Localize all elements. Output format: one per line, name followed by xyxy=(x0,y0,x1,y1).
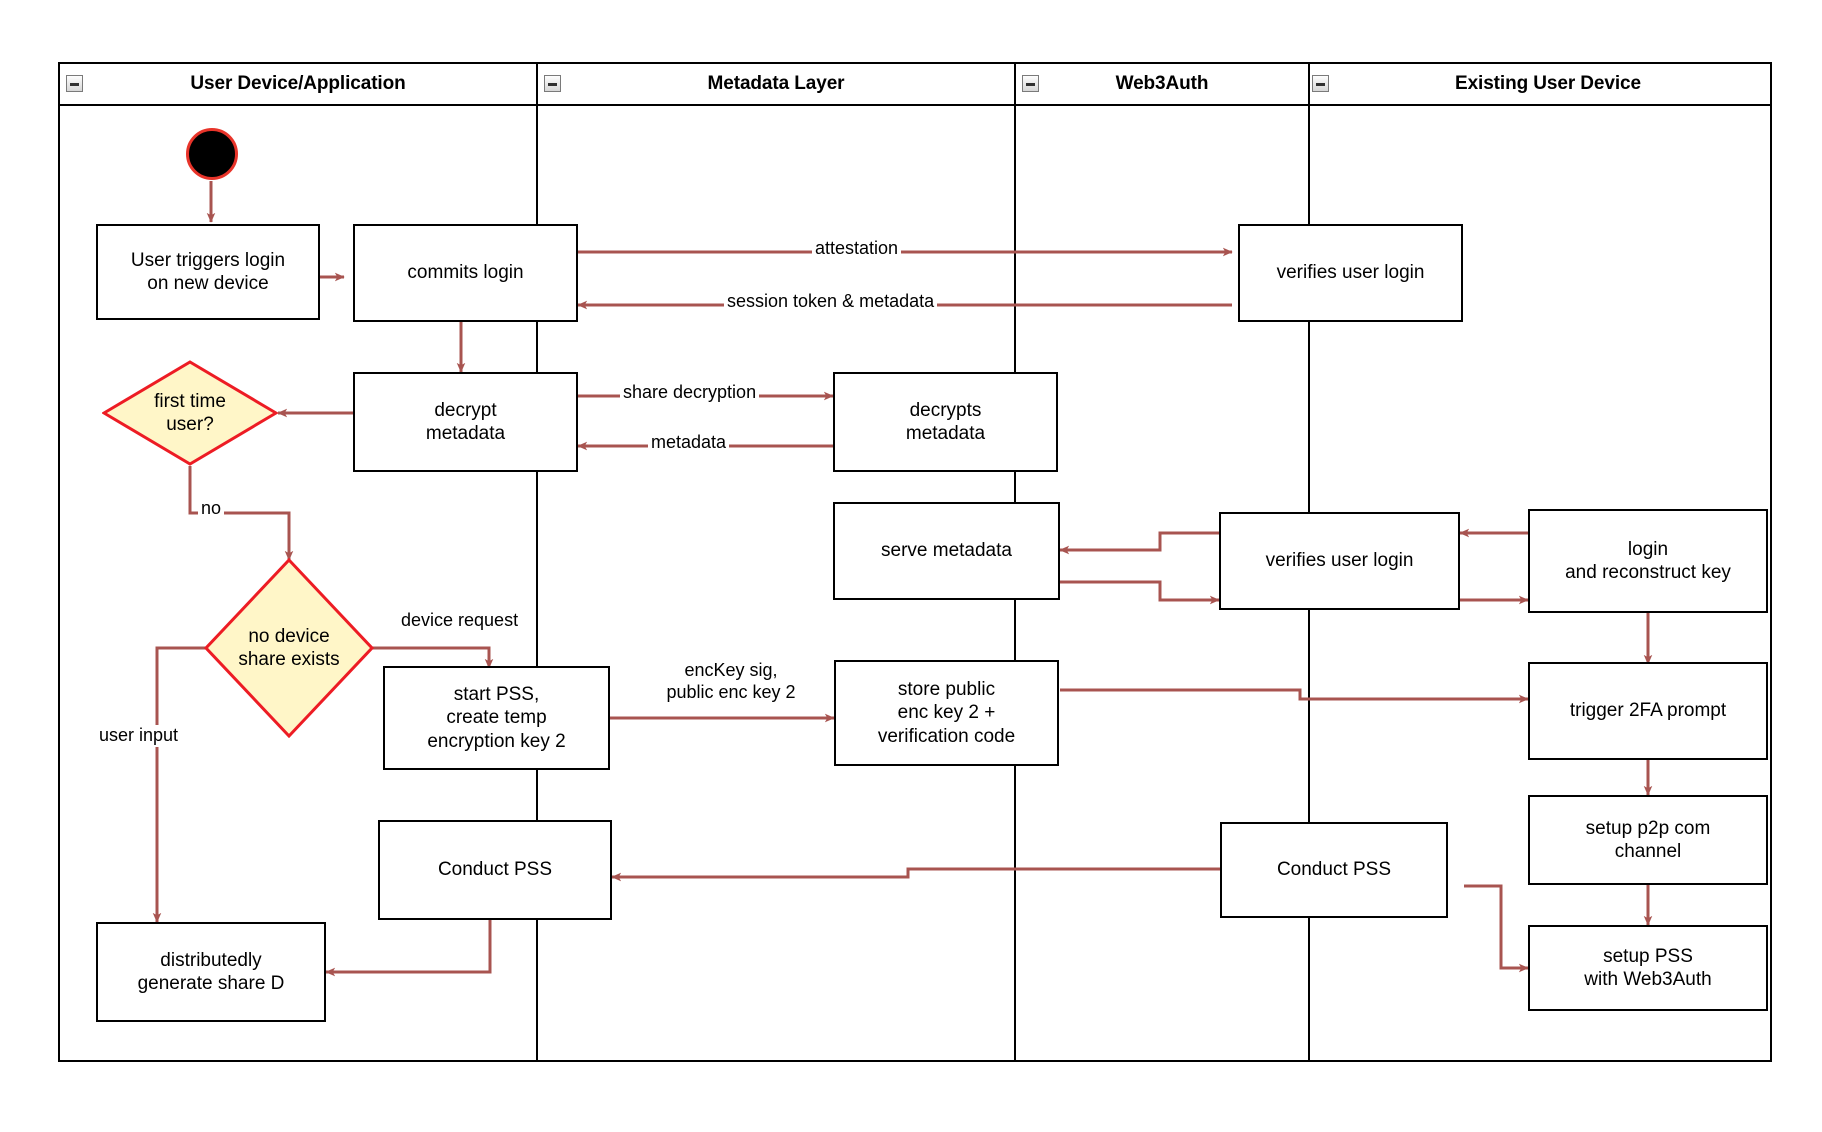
lane-header-metadata-layer[interactable]: Metadata Layer xyxy=(538,64,1016,106)
lane-header-web3auth[interactable]: Web3Auth xyxy=(1016,64,1310,106)
decision-no-device-share-exists[interactable]: no device share exists xyxy=(204,558,374,738)
lane-body-user-device xyxy=(60,106,538,1060)
decision-first-time-user[interactable]: first time user? xyxy=(102,360,278,466)
edge-label-no: no xyxy=(198,498,225,520)
node-serve-metadata[interactable]: serve metadata xyxy=(833,502,1060,600)
edge-label-device-request: device request xyxy=(398,610,522,632)
lane-title-metadata-layer: Metadata Layer xyxy=(707,73,845,94)
edge-label-session-token-metadata: session token & metadata xyxy=(724,291,938,313)
edge-label-attestation: attestation xyxy=(812,238,902,260)
node-start-pss-create-temp-key[interactable]: start PSS, create temp encryption key 2 xyxy=(383,666,610,770)
node-conduct-pss-user[interactable]: Conduct PSS xyxy=(378,820,612,920)
node-conduct-pss-web3auth[interactable]: Conduct PSS xyxy=(1220,822,1448,918)
node-distributedly-generate-share-d[interactable]: distributedly generate share D xyxy=(96,922,326,1022)
lane-title-user-device: User Device/Application xyxy=(190,73,406,94)
node-trigger-2fa-prompt[interactable]: trigger 2FA prompt xyxy=(1528,662,1768,760)
minus-box-icon[interactable] xyxy=(544,75,561,92)
node-decrypt-metadata[interactable]: decrypt metadata xyxy=(353,372,578,472)
lane-title-web3auth: Web3Auth xyxy=(1115,73,1209,94)
node-user-triggers-login[interactable]: User triggers login on new device xyxy=(96,224,320,320)
node-setup-pss-with-web3auth[interactable]: setup PSS with Web3Auth xyxy=(1528,925,1768,1011)
node-verifies-user-login-2[interactable]: verifies user login xyxy=(1219,512,1460,610)
node-decrypts-metadata[interactable]: decrypts metadata xyxy=(833,372,1058,472)
node-store-public-enc-key[interactable]: store public enc key 2 + verification co… xyxy=(834,660,1059,766)
lane-title-existing-user-device: Existing User Device xyxy=(1455,73,1641,94)
start-node[interactable] xyxy=(186,128,238,180)
node-commits-login[interactable]: commits login xyxy=(353,224,578,322)
minus-box-icon[interactable] xyxy=(1022,75,1039,92)
node-setup-p2p-com-channel[interactable]: setup p2p com channel xyxy=(1528,795,1768,885)
edge-label-enckey-sig: encKey sig, public enc key 2 xyxy=(648,660,814,704)
edge-label-metadata: metadata xyxy=(648,432,730,454)
lane-header-existing-user-device[interactable]: Existing User Device xyxy=(1310,64,1770,106)
minus-box-icon[interactable] xyxy=(66,75,83,92)
node-verifies-user-login-1[interactable]: verifies user login xyxy=(1238,224,1463,322)
edge-label-user-input: user input xyxy=(96,725,182,747)
node-login-and-reconstruct-key[interactable]: login and reconstruct key xyxy=(1528,509,1768,613)
minus-box-icon[interactable] xyxy=(1312,75,1329,92)
lane-header-user-device[interactable]: User Device/Application xyxy=(60,64,538,106)
edge-label-share-decryption: share decryption xyxy=(620,382,760,404)
